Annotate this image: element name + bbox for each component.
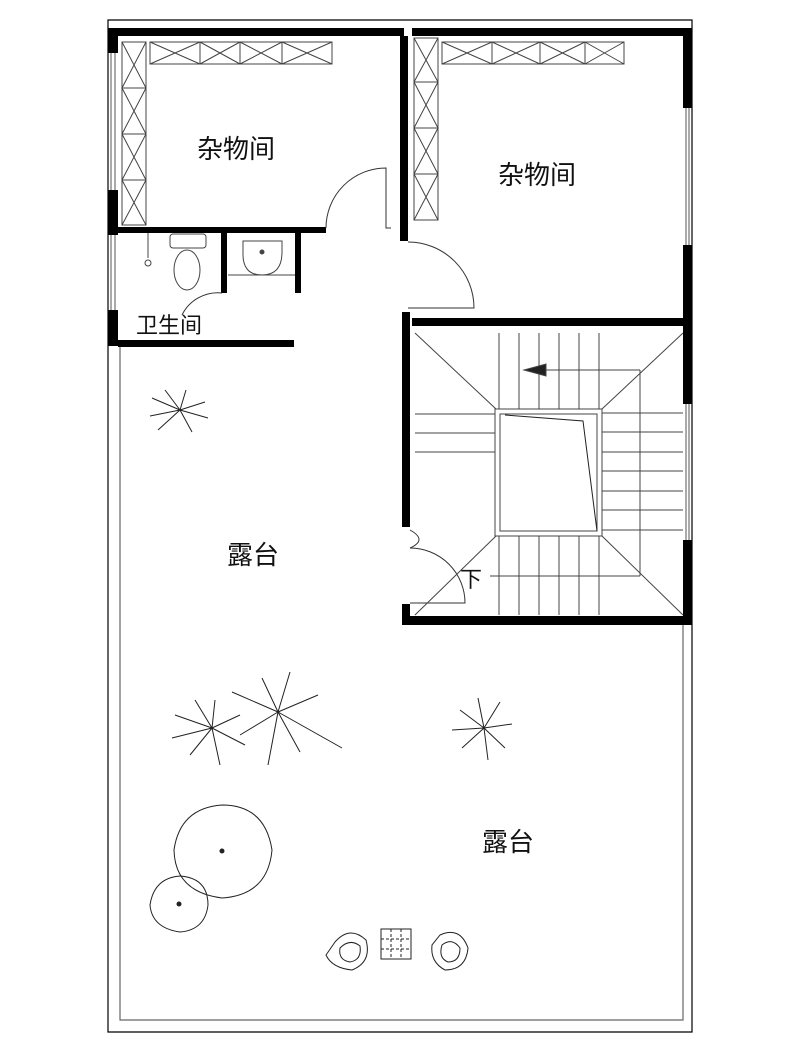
outer-boundary [107, 19, 693, 1033]
plant-palm-1 [171, 699, 246, 766]
table [380, 928, 412, 960]
tree-large [173, 804, 273, 899]
stair-arrow-icon [522, 363, 547, 377]
sink [242, 240, 283, 276]
door-storage-left[interactable] [325, 167, 391, 229]
toilet-bowl [173, 249, 201, 291]
room-label-storage-left: 杂物间 [197, 135, 276, 165]
chair-left [325, 932, 368, 971]
window-left [110, 53, 116, 310]
wardrobes [121, 37, 625, 226]
terrace-parapet [119, 345, 684, 1021]
floor-drain [144, 259, 152, 267]
toilet-tank [169, 233, 207, 249]
plant-palm-2 [231, 671, 343, 766]
window-right [685, 108, 690, 540]
door-storage-right[interactable] [407, 241, 475, 309]
door-stair[interactable] [409, 529, 466, 604]
room-label-bathroom: 卫生间 [136, 314, 203, 339]
staircase [414, 332, 684, 616]
plants [149, 389, 513, 933]
plant-small-1 [149, 389, 209, 433]
walls [108, 28, 692, 625]
door-bathroom[interactable] [181, 292, 223, 316]
room-label-terrace-lower: 露台 [482, 828, 535, 858]
tree-small [149, 875, 209, 933]
plant-small-2 [451, 697, 513, 761]
chair-right [431, 931, 469, 971]
room-label-terrace-upper: 露台 [227, 541, 280, 571]
stair-direction-label: 下 [460, 568, 483, 593]
room-label-storage-right: 杂物间 [498, 161, 577, 191]
sink-drain [259, 249, 265, 255]
outdoor-furniture [325, 928, 469, 971]
